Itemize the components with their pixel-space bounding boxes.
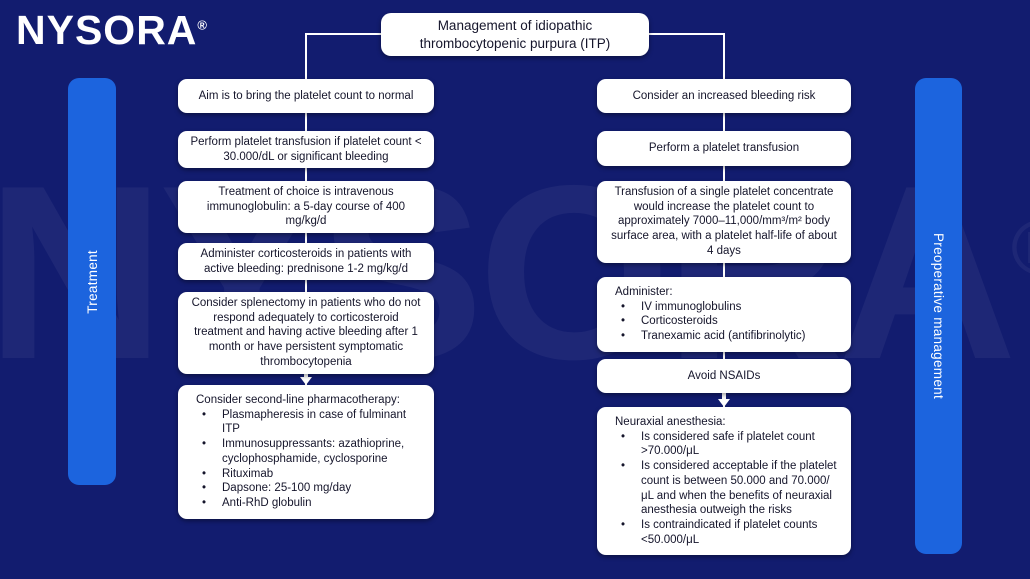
flow-box-second-line-pharmacotherapy: Consider second-line pharmacotherapy: Pl…	[178, 385, 434, 519]
flow-box-administer-list: Administer: IV immunoglobulins Corticost…	[597, 277, 851, 352]
flow-box-neuraxial-anesthesia: Neuraxial anesthesia: Is considered safe…	[597, 407, 851, 556]
flow-box-text: Transfusion of a single platelet concent…	[611, 186, 837, 257]
bullet-item: Is considered safe if platelet count >70…	[607, 430, 841, 459]
arrow-down-icon-right	[718, 399, 730, 407]
bullet-list: IV immunoglobulins Corticosteroids Trane…	[607, 300, 841, 344]
bullet-item: Immunosuppressants: azathioprine, cyclop…	[188, 437, 424, 466]
bullet-item: Anti-RhD globulin	[188, 496, 424, 511]
flow-box-splenectomy: Consider splenectomy in patients who do …	[178, 292, 434, 374]
arrow-shaft-left	[304, 370, 308, 378]
bullet-item: Is considered acceptable if the platelet…	[607, 459, 841, 518]
watermark-registered-icon: ®	[1011, 203, 1030, 291]
flow-box-transfusion-concentrate-effect: Transfusion of a single platelet concent…	[597, 181, 851, 263]
bullet-item: Is contraindicated if platelet counts <5…	[607, 518, 841, 547]
flow-box-increased-bleeding-risk: Consider an increased bleeding risk	[597, 79, 851, 113]
lane-treatment: Treatment	[68, 78, 116, 485]
flow-box-text: Perform platelet transfusion if platelet…	[190, 136, 422, 163]
bullet-list: Is considered safe if platelet count >70…	[607, 430, 841, 548]
flow-box-text: Aim is to bring the platelet count to no…	[198, 89, 414, 102]
flow-box-header: Consider second-line pharmacotherapy:	[196, 394, 400, 406]
lane-preoperative-management: Preoperative management	[915, 78, 962, 554]
bullet-list: Plasmapheresis in case of fulminant ITP …	[188, 408, 424, 511]
flow-box-header: Neuraxial anesthesia:	[615, 416, 726, 428]
flow-box-aim-platelet-normal: Aim is to bring the platelet count to no…	[178, 79, 434, 113]
arrow-shaft-right	[722, 392, 726, 400]
flow-box-perform-platelet-transfusion: Perform a platelet transfusion	[597, 131, 851, 166]
flow-box-text: Consider an increased bleeding risk	[632, 89, 816, 102]
logo-registered-icon: ®	[197, 17, 208, 33]
logo-text: NYSORA	[16, 7, 198, 53]
flow-box-platelet-transfusion-threshold: Perform platelet transfusion if platelet…	[178, 131, 434, 169]
bullet-item: Dapsone: 25-100 mg/day	[188, 481, 424, 496]
flow-box-avoid-nsaids: Avoid NSAIDs	[597, 359, 851, 393]
flow-box-text: Treatment of choice is intravenous immun…	[206, 186, 406, 228]
bullet-item: Rituximab	[188, 467, 424, 482]
lane-treatment-label: Treatment	[84, 249, 100, 314]
flow-box-header: Administer:	[615, 286, 673, 298]
connector-title-to-right	[648, 33, 725, 35]
flow-box-text: Avoid NSAIDs	[687, 369, 761, 382]
lane-preoperative-label: Preoperative management	[931, 233, 946, 399]
bullet-item: IV immunoglobulins	[607, 300, 841, 315]
flow-box-text: Administer corticosteroids in patients w…	[200, 248, 412, 275]
flow-box-corticosteroids: Administer corticosteroids in patients w…	[178, 243, 434, 281]
flow-box-text: Perform a platelet transfusion	[648, 142, 800, 155]
flow-box-iv-immunoglobulin: Treatment of choice is intravenous immun…	[178, 181, 434, 234]
bullet-item: Corticosteroids	[607, 314, 841, 329]
bullet-item: Tranexamic acid (antifibrinolytic)	[607, 329, 841, 344]
flow-box-text: Consider splenectomy in patients who do …	[191, 297, 421, 368]
title-text: Management of idiopathic thrombocytopeni…	[419, 18, 611, 51]
page-title: Management of idiopathic thrombocytopeni…	[381, 13, 649, 57]
watermark-text: NYSORA	[0, 133, 1017, 411]
nysora-logo: NYSORA®	[16, 7, 208, 53]
background-watermark: NYSORA®	[0, 148, 1030, 396]
bullet-item: Plasmapheresis in case of fulminant ITP	[188, 408, 424, 437]
arrow-down-icon-left	[300, 377, 312, 385]
connector-title-to-left	[306, 33, 382, 35]
